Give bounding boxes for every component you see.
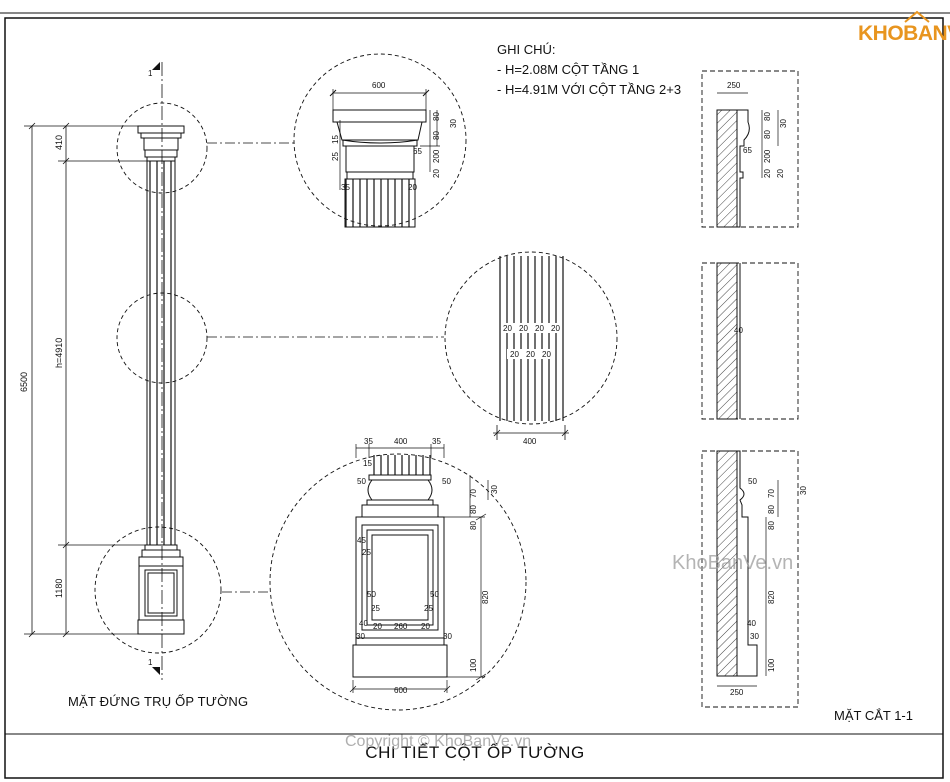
sec-dim-65: 65: [743, 146, 752, 155]
flute-dim-2: 20: [519, 324, 528, 333]
watermark-center: KhoBanVe.vn: [672, 552, 794, 574]
cap-dim-width: 600: [372, 81, 386, 90]
base-dim-100: 100: [469, 658, 478, 672]
section-marker-bottom: 1: [148, 658, 153, 667]
dim-base: 1180: [54, 579, 64, 598]
notes-block: GHI CHÚ: - H=2.08M CỘT TẦNG 1 - H=4.91M …: [497, 40, 681, 100]
sec-dim-30b: 30: [799, 486, 808, 495]
base-dim-50c: 50: [367, 590, 376, 599]
base-dim-35: 35: [364, 437, 373, 446]
base-dim-35b: 35: [432, 437, 441, 446]
base-dim-50: 50: [357, 477, 366, 486]
cap-dim-15: 15: [331, 135, 340, 144]
base-dim-25d: 25: [424, 604, 433, 613]
cap-dim-200: 200: [432, 149, 441, 163]
sec-dim-20b: 20: [776, 169, 785, 178]
base-dim-20: 20: [373, 622, 382, 631]
notes-line-1: - H=2.08M CỘT TẦNG 1: [497, 62, 640, 77]
base-dim-30: 30: [490, 485, 499, 494]
watermark-copyright: Copyright © KhoBanVe.vn: [345, 733, 532, 750]
dim-height: h=4910: [54, 338, 64, 368]
sec-dim-80d: 80: [767, 505, 776, 514]
sec-dim-200: 200: [763, 149, 772, 163]
callout-circles: [94, 102, 222, 654]
base-dim-25c: 25: [371, 604, 380, 613]
base-dim-30c: 30: [443, 632, 452, 641]
base-dim-80: 80: [469, 521, 478, 530]
base-dim-15: 15: [363, 459, 372, 468]
section-marker-top: 1: [148, 69, 153, 78]
sec-dim-40: 40: [734, 326, 743, 335]
sec-dim-50: 50: [748, 477, 757, 486]
capital-detail: 600 80 30 80 15 25 65 200 20 35 20: [293, 53, 467, 228]
flute-dim-7: 20: [542, 350, 551, 359]
sec-dim-20: 20: [763, 169, 772, 178]
flute-dim-3: 20: [535, 324, 544, 333]
sec-dim-30c: 30: [750, 632, 759, 641]
base-detail: 35 400 35 15 50 50 30 80 80 70 45 25 820…: [269, 437, 527, 711]
sec-dim-250b: 250: [730, 688, 744, 697]
base-dim-25: 25: [362, 548, 371, 557]
dim-top: 410: [54, 135, 64, 150]
flute-dim-6: 20: [526, 350, 535, 359]
cap-dim-20: 20: [432, 169, 441, 178]
flute-dim-5: 20: [510, 350, 519, 359]
shaft-dim-width: 400: [523, 437, 537, 446]
sec-dim-250: 250: [727, 81, 741, 90]
notes-heading: GHI CHÚ:: [497, 42, 556, 57]
flute-dim-1: 20: [503, 324, 512, 333]
elevation-label: MẶT ĐỨNG TRỤ ỐP TƯỜNG: [68, 694, 249, 709]
cap-dim-20b: 20: [408, 183, 417, 192]
elevation-dimensions: [24, 122, 148, 638]
cap-dim-35: 35: [341, 183, 350, 192]
column-elevation: [137, 62, 185, 680]
brand-logo: KHOBANVE: [858, 22, 950, 45]
drawing-title: CHI TIẾT CỘT ỐP TƯỜNG: [365, 743, 585, 762]
leader-lines: [207, 142, 444, 593]
shaft-detail: 20 20 20 20 20 20 20 400: [444, 251, 618, 446]
section-label: MẶT CẮT 1-1: [834, 708, 913, 723]
sec-dim-70: 70: [767, 489, 776, 498]
sec-dim-820: 820: [767, 590, 776, 604]
base-dim-400: 400: [394, 437, 408, 446]
base-dim-50b: 50: [442, 477, 451, 486]
section-1-1: 250 80 30 80 65 200 20 20 40 50 30 80 80…: [701, 70, 808, 708]
cap-dim-65: 65: [413, 147, 422, 156]
sec-dim-80c: 80: [767, 521, 776, 530]
base-dim-40: 40: [359, 619, 368, 628]
base-dim-30b: 30: [356, 632, 365, 641]
flute-dim-4: 20: [551, 324, 560, 333]
sec-dim-40b: 40: [747, 619, 756, 628]
base-dim-260: 260: [394, 622, 408, 631]
cap-dim-25: 25: [331, 152, 340, 161]
cap-dim-80: 80: [432, 112, 441, 121]
base-dim-20b: 20: [421, 622, 430, 631]
base-dim-45: 45: [357, 536, 366, 545]
base-dim-80b: 80: [469, 505, 478, 514]
sec-dim-100: 100: [767, 658, 776, 672]
sec-dim-80: 80: [763, 112, 772, 121]
base-dim-600: 600: [394, 686, 408, 695]
logo-roof-icon: [904, 10, 930, 23]
cap-dim-80b: 80: [432, 131, 441, 140]
sec-dim-30: 30: [779, 119, 788, 128]
base-dim-820: 820: [481, 590, 490, 604]
base-dim-70: 70: [469, 489, 478, 498]
sec-dim-80b: 80: [763, 130, 772, 139]
cap-dim-30: 30: [449, 119, 458, 128]
dim-overall: 6500: [19, 372, 29, 392]
notes-line-2: - H=4.91M VỚI CỘT TẦNG 2+3: [497, 82, 682, 97]
sheet-border: [0, 12, 950, 779]
base-dim-50d: 50: [430, 590, 439, 599]
